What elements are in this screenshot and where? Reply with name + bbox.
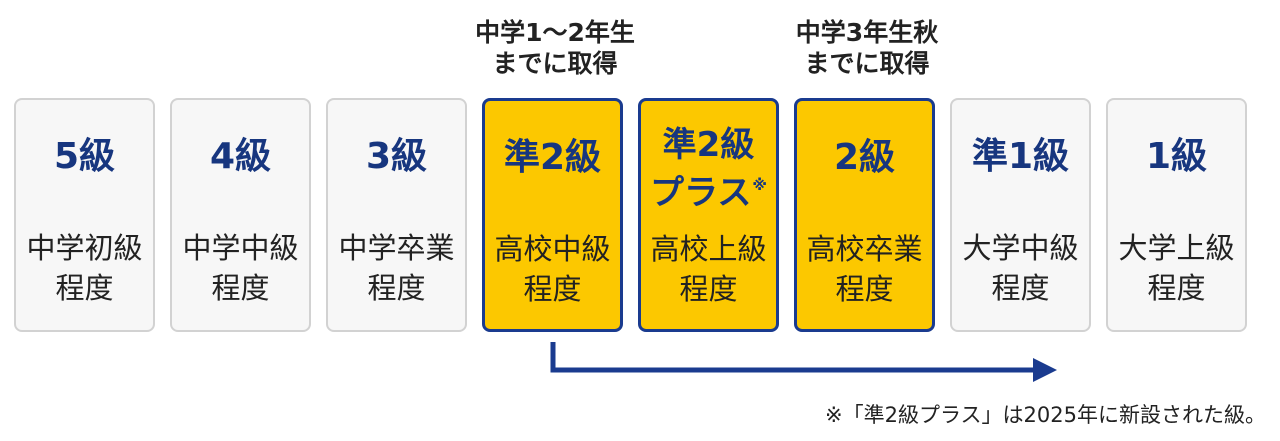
grade-level: 高校中級 程度 — [485, 229, 620, 309]
annotation-right-line1: 中学3年生秋 — [795, 18, 939, 47]
annotation-left-line2: までに取得 — [492, 49, 618, 78]
grade-card-4: 4級 中学中級 程度 — [170, 98, 311, 332]
grade-card-pre1: 準1級 大学中級 程度 — [950, 98, 1091, 332]
grade-level-line1: 中学初級 — [26, 231, 143, 265]
grade-level-line2: 程度 — [211, 271, 270, 305]
grade-name: 1級 — [1145, 136, 1208, 177]
grade-level-line2: 程度 — [55, 271, 114, 305]
grade-card-2: 2級 高校卒業 程度 — [794, 98, 935, 332]
grade-name: 準2級 プラス※ — [641, 125, 776, 213]
grade-card-1: 1級 大学上級 程度 — [1106, 98, 1247, 332]
grade-level-line1: 高校上級 — [650, 232, 767, 266]
footnote: ※「準2級プラス」は2025年に新設された級。 — [825, 403, 1266, 427]
grade-level: 大学上級 程度 — [1108, 228, 1245, 308]
grade-level-line1: 大学上級 — [1118, 231, 1235, 265]
grade-card-3: 3級 中学卒業 程度 — [326, 98, 467, 332]
grade-name: 3級 — [365, 136, 428, 177]
grade-level: 中学卒業 程度 — [328, 228, 465, 308]
grade-level: 大学中級 程度 — [952, 228, 1089, 308]
grade-name: 4級 — [209, 136, 272, 177]
footnote-mark: ※ — [752, 176, 767, 194]
grade-level-line2: 程度 — [367, 271, 426, 305]
progress-arrow-icon — [550, 342, 1057, 382]
grade-level-line1: 高校卒業 — [806, 232, 923, 266]
grade-level: 高校上級 程度 — [641, 229, 776, 309]
grade-level-line2: 程度 — [1147, 271, 1206, 305]
grade-name-line2: プラス — [650, 173, 752, 213]
annotation-right-line2: までに取得 — [804, 49, 930, 78]
grade-level: 中学初級 程度 — [16, 228, 153, 308]
grade-level: 高校卒業 程度 — [797, 229, 932, 309]
grade-level-line1: 中学卒業 — [338, 231, 455, 265]
grade-card-5: 5級 中学初級 程度 — [14, 98, 155, 332]
grade-name: 5級 — [53, 136, 116, 177]
grade-level-line2: 程度 — [523, 272, 582, 306]
grade-name-line1: 準2級 — [662, 125, 755, 165]
grade-level-line2: 程度 — [679, 272, 738, 306]
grade-level-line1: 大学中級 — [962, 231, 1079, 265]
annotation-right: 中学3年生秋 までに取得 — [767, 17, 967, 79]
grade-name: 2級 — [833, 137, 896, 178]
annotation-left-line1: 中学1～2年生 — [475, 18, 635, 47]
grade-name: 準1級 — [971, 136, 1070, 177]
grade-name: 準2級 — [503, 137, 602, 178]
grade-level: 中学中級 程度 — [172, 228, 309, 308]
grade-card-pre2-plus: 準2級 プラス※ 高校上級 程度 — [638, 98, 779, 332]
grade-card-pre2: 準2級 高校中級 程度 — [482, 98, 623, 332]
annotation-left: 中学1～2年生 までに取得 — [455, 17, 655, 79]
grade-level-line1: 高校中級 — [494, 232, 611, 266]
grade-level-line2: 程度 — [991, 271, 1050, 305]
grade-level-line2: 程度 — [835, 272, 894, 306]
grade-level-line1: 中学中級 — [182, 231, 299, 265]
